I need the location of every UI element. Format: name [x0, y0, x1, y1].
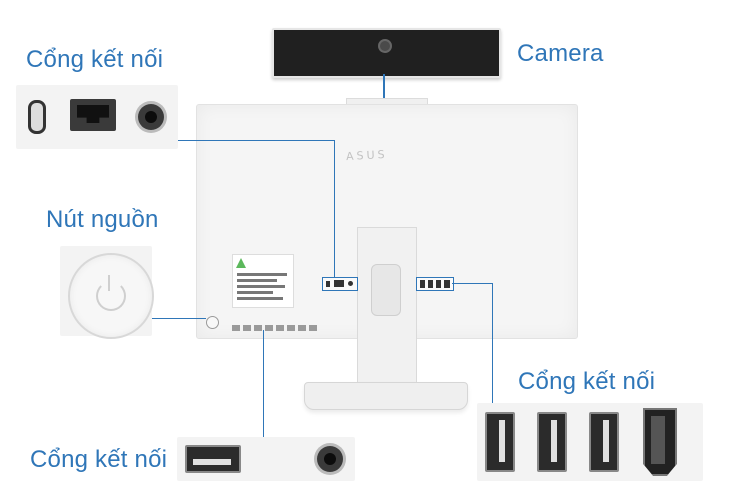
webcam-lens-icon	[378, 39, 392, 53]
audio-jack-icon	[138, 104, 164, 130]
bottom-ports-panel	[177, 437, 355, 481]
usb-port-group-mini	[416, 277, 454, 291]
stand-neck	[357, 227, 417, 388]
audio-jack-icon	[317, 446, 343, 472]
webcam	[272, 28, 501, 78]
brand-logo: ASUS	[345, 147, 388, 164]
usb-a-port-icon	[537, 412, 567, 472]
energy-icon	[236, 258, 246, 268]
hdmi-port-icon	[643, 408, 677, 476]
power-button-zoom[interactable]	[68, 253, 154, 339]
stand-base	[304, 382, 468, 410]
power-button-small[interactable]	[206, 316, 219, 329]
usb-a-port-icon	[589, 412, 619, 472]
bottom-ports-label: Cổng kết nối	[30, 446, 168, 473]
usb-a-port-icon	[185, 445, 241, 473]
lan-port-group-mini	[322, 277, 358, 291]
certification-sticker	[232, 254, 294, 308]
regulatory-marks	[232, 318, 328, 331]
camera-connector-line	[383, 74, 385, 108]
camera-label: Camera	[517, 40, 604, 67]
power-icon	[96, 281, 126, 311]
top-left-ports-panel	[16, 85, 178, 149]
usb-c-icon	[28, 100, 46, 134]
power-button-label: Nút nguồn	[46, 206, 159, 233]
right-ports-panel	[477, 403, 703, 481]
cable-hole	[371, 264, 401, 316]
right-ports-label: Cổng kết nối	[518, 368, 656, 395]
top-left-ports-label: Cổng kết nối	[26, 46, 164, 73]
ethernet-port-icon	[70, 99, 116, 131]
camera-bracket	[346, 98, 428, 107]
usb-a-port-icon	[485, 412, 515, 472]
